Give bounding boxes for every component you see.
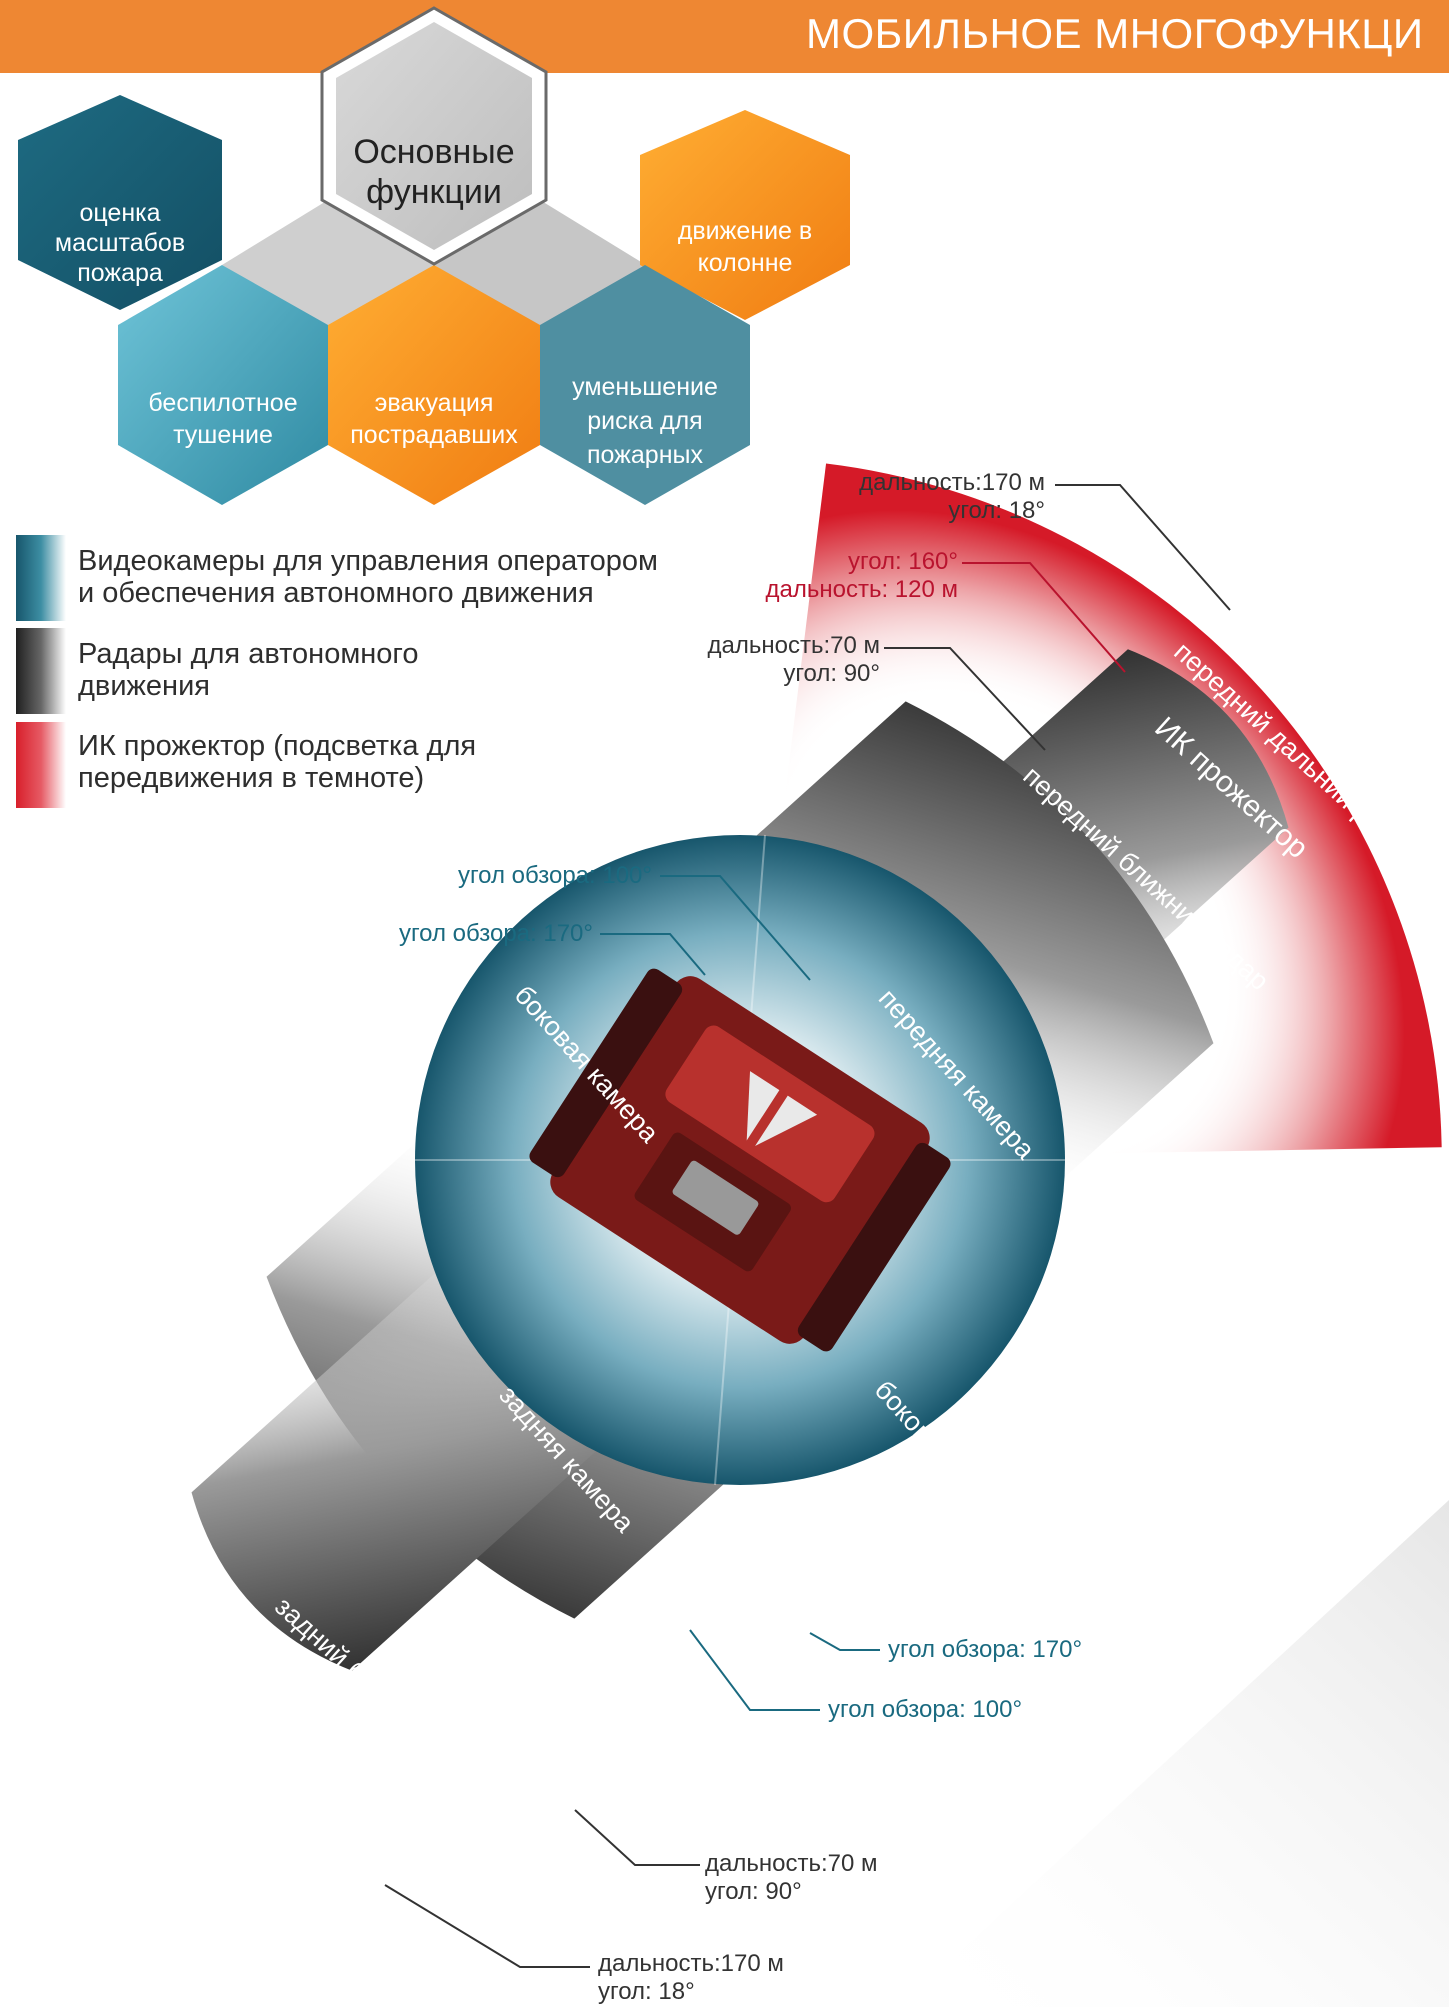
callout-rear-near-radar: дальность:70 м угол: 90° bbox=[705, 1850, 878, 1905]
robot-body bbox=[550, 976, 930, 1344]
cube-risk-reduction bbox=[540, 265, 750, 505]
robot-front-deck bbox=[665, 1025, 875, 1203]
callout-lines bbox=[384, 484, 1231, 1968]
robot-equipment-box bbox=[672, 1160, 759, 1235]
line-view-100-top bbox=[660, 875, 811, 981]
callout-rear-long-radar: дальность:170 м угол: 18° bbox=[598, 1950, 784, 2005]
legend-swatch-cameras bbox=[16, 535, 66, 621]
legend-text-radars: Радары для автономного движения bbox=[78, 638, 419, 702]
cube-unmanned-extinguishing bbox=[118, 265, 328, 505]
callout-front-near-radar: дальность:70 м угол: 90° bbox=[707, 632, 881, 687]
line-rear-long bbox=[384, 1884, 590, 1968]
line-view-100-bottom bbox=[689, 1629, 820, 1711]
line-view-170-bottom bbox=[809, 1632, 880, 1651]
cube-fire-assessment-label: оценка масштабов пожара bbox=[54, 199, 186, 287]
callout-view-100-top: угол обзора: 100° bbox=[457, 862, 652, 889]
robot-track-right bbox=[797, 1142, 951, 1352]
title-banner: МОБИЛЬНОЕ МНОГОФУНКЦИ bbox=[0, 0, 1449, 73]
zone-label-rear-long-radar: задний дальний радар bbox=[85, 1787, 317, 2000]
legend-swatch-radars bbox=[16, 628, 66, 714]
functions-cluster bbox=[18, 6, 850, 505]
line-front-near bbox=[884, 647, 1046, 751]
robot-stripe-left bbox=[746, 1071, 780, 1141]
legend-text-cameras: Видеокамеры для управления оператором и … bbox=[78, 545, 658, 609]
cube-convoy bbox=[640, 110, 850, 320]
legend-swatch-ir bbox=[16, 722, 66, 808]
line-view-170-top bbox=[600, 933, 706, 976]
callout-view-170-bottom: угол обзора: 170° bbox=[888, 1636, 1083, 1663]
callout-front-long-radar: дальность:170 м угол: 18° bbox=[859, 469, 1045, 524]
cube-main-functions-label: Основные функции bbox=[353, 133, 515, 211]
robot-stripe-right bbox=[755, 1095, 818, 1146]
robot-track-left bbox=[529, 968, 683, 1178]
callout-view-100-bottom: угол обзора: 100° bbox=[828, 1696, 1023, 1723]
line-ir bbox=[962, 562, 1126, 673]
cube-fire-assessment bbox=[18, 95, 222, 310]
background-shade bbox=[900, 1500, 1449, 2007]
line-front-long bbox=[1055, 484, 1231, 611]
cube-risk-reduction-label: уменьшение риска для пожарных bbox=[572, 373, 718, 469]
callout-view-170-top: угол обзора: 170° bbox=[398, 920, 593, 947]
robot-vehicle bbox=[529, 968, 951, 1352]
legend-text-ir: ИК прожектор (подсветка для передвижения… bbox=[78, 730, 477, 794]
callout-ir-projector: угол: 160° дальность: 120 м bbox=[765, 548, 958, 603]
cube-convoy-label: движение в колонне bbox=[677, 217, 813, 277]
cube-main-functions-inner bbox=[336, 22, 532, 250]
cube-evacuation bbox=[328, 265, 540, 505]
line-rear-near bbox=[574, 1809, 700, 1866]
cube-evacuation-label: эвакуация пострадавших bbox=[350, 389, 518, 449]
cube-unmanned-extinguishing-label: беспилотное тушение bbox=[148, 389, 298, 449]
page-title: МОБИЛЬНОЕ МНОГОФУНКЦИ bbox=[806, 10, 1424, 57]
